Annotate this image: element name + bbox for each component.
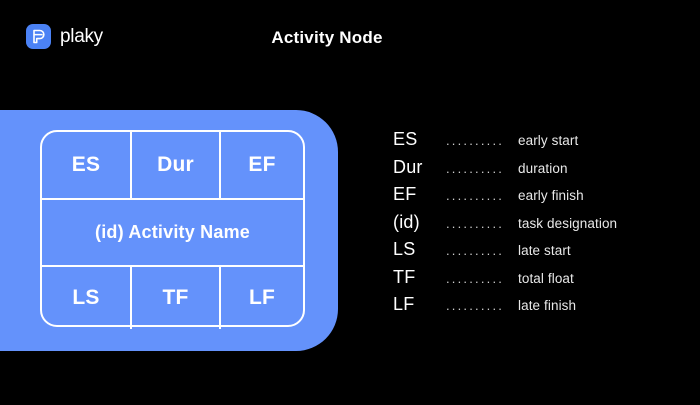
legend-abbr: EF <box>393 184 417 204</box>
legend-description: total float <box>518 270 574 286</box>
page-title: Activity Node <box>271 28 383 47</box>
legend-abbr: LS <box>393 239 416 259</box>
node-cell-activity-name: (id) Activity Name <box>95 222 250 242</box>
brand-name: plaky <box>60 26 103 47</box>
legend-description: task designation <box>518 215 618 231</box>
legend-abbr: Dur <box>393 156 423 177</box>
plaky-logo-icon <box>26 24 51 49</box>
legend-item: Dur .......... duration <box>393 158 673 186</box>
legend-description: late finish <box>518 298 577 313</box>
legend-description: early finish <box>518 188 584 203</box>
legend: ES .......... early start Dur ..........… <box>393 130 673 323</box>
legend-dots: .......... <box>446 244 505 257</box>
node-row-middle: (id) Activity Name <box>42 200 303 267</box>
node-cell-tf: TF <box>132 267 221 329</box>
node-row-bottom: LS TF LF <box>42 267 303 329</box>
legend-dots: .......... <box>446 161 505 175</box>
node-row-top: ES Dur EF <box>42 132 303 200</box>
node-cell-dur: Dur <box>132 132 221 198</box>
legend-description: early start <box>518 133 579 148</box>
legend-item: ES .......... early start <box>393 130 673 158</box>
legend-item: EF .......... early finish <box>393 185 673 213</box>
legend-dots: .......... <box>446 134 505 147</box>
legend-abbr: ES <box>393 129 418 149</box>
legend-abbr: LF <box>393 294 415 314</box>
legend-item: LF .......... late finish <box>393 295 673 323</box>
legend-dots: .......... <box>446 216 505 230</box>
legend-description: duration <box>518 160 568 176</box>
legend-description: late start <box>518 243 571 258</box>
legend-dots: .......... <box>446 271 505 285</box>
activity-node-card: ES Dur EF (id) Activity Name LS TF LF <box>0 110 338 351</box>
legend-dots: .......... <box>446 189 505 202</box>
legend-item: (id) .......... task designation <box>393 213 673 241</box>
node-cell-es: ES <box>42 132 132 198</box>
legend-abbr: (id) <box>393 211 420 232</box>
brand-logo: plaky <box>26 24 103 49</box>
legend-item: LS .......... late start <box>393 240 673 268</box>
node-cell-ls: LS <box>42 267 132 329</box>
node-cell-ef: EF <box>248 153 276 176</box>
activity-node-grid: ES Dur EF (id) Activity Name LS TF LF <box>40 130 305 329</box>
legend-abbr: TF <box>393 266 416 287</box>
legend-dots: .......... <box>446 299 505 312</box>
legend-item: TF .......... total float <box>393 268 673 296</box>
node-cell-lf: LF <box>248 286 276 309</box>
